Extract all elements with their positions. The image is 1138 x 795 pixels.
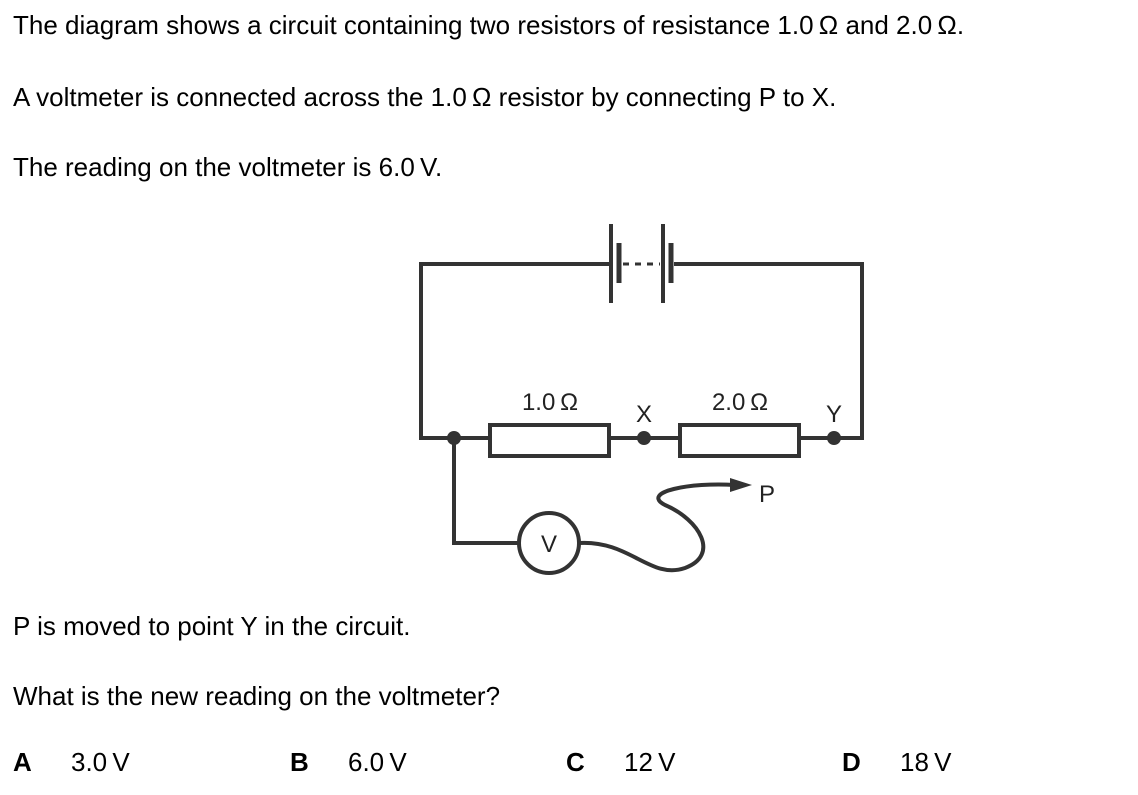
option-letter: C (566, 747, 585, 777)
option-a[interactable]: A 3.0 V (13, 747, 130, 778)
resistor-2-ohm (678, 423, 801, 458)
battery-icon (609, 224, 674, 303)
resistor-1-label: 1.0 Ω (522, 389, 578, 416)
option-letter: B (290, 747, 309, 777)
point-x-label: X (636, 401, 652, 428)
wire-voltmeter-left (452, 438, 519, 545)
voltmeter-label: V (541, 531, 557, 558)
probe-arrow-icon[interactable] (730, 478, 752, 492)
question-intro: The diagram shows a circuit containing t… (13, 10, 965, 40)
probe-lead[interactable] (578, 482, 736, 573)
resistor-2-label: 2.0 Ω (712, 389, 768, 416)
resistor-1-ohm (488, 423, 611, 458)
option-c[interactable]: C 12 V (566, 747, 675, 778)
point-y (827, 431, 841, 445)
question-reading: The reading on the voltmeter is 6.0 V. (13, 152, 443, 182)
point-y-label: Y (826, 401, 842, 428)
option-letter: A (13, 747, 32, 777)
question-prompt: What is the new reading on the voltmeter… (13, 681, 501, 711)
option-value: 18 V (900, 747, 952, 777)
option-value: 3.0 V (71, 747, 130, 777)
option-value: 6.0 V (348, 747, 407, 777)
probe-label: P (759, 481, 775, 508)
option-letter: D (842, 747, 861, 777)
wire-top-left (419, 262, 610, 440)
question-change: P is moved to point Y in the circuit. (13, 611, 411, 641)
option-value: 12 V (624, 747, 676, 777)
point-x (637, 431, 651, 445)
question-setup: A voltmeter is connected across the 1.0 … (13, 82, 837, 112)
option-b[interactable]: B 6.0 V (290, 747, 407, 778)
option-d[interactable]: D 18 V (842, 747, 951, 778)
